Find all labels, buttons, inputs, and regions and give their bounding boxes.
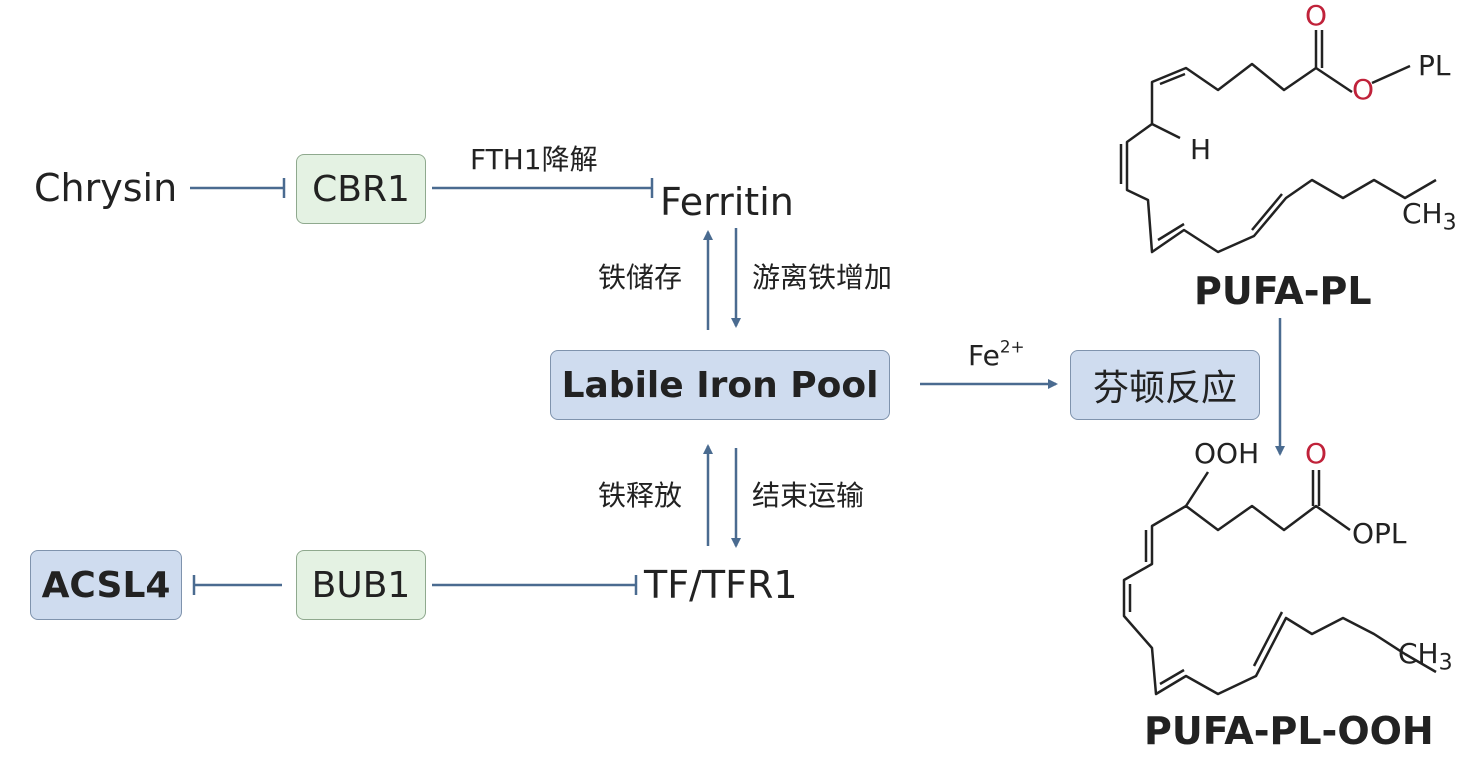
- acsl4-label: ACSL4: [41, 564, 171, 606]
- iron-release-label: 铁释放: [598, 479, 683, 512]
- acsl4-node: ACSL4: [30, 550, 182, 620]
- tf-tfr1-label: TF/TFR1: [644, 563, 798, 607]
- pufa-pl-label: PUFA-PL: [1194, 269, 1372, 313]
- pufa-pl-ooh-structure: [1122, 470, 1437, 696]
- ferritin-label: Ferritin: [660, 180, 794, 224]
- labile-iron-pool-label: Labile Iron Pool: [561, 364, 879, 406]
- ch3-bottom: CH3: [1398, 637, 1453, 676]
- opl-bottom: OPL: [1352, 517, 1407, 550]
- fe2-label: Fe2+: [968, 336, 1025, 372]
- pufa-pl-structure: [1119, 30, 1437, 254]
- labile-iron-pool-node: Labile Iron Pool: [550, 350, 890, 420]
- iron-storage-label: 铁储存: [598, 261, 683, 294]
- free-iron-increase-label: 游离铁增加: [752, 261, 893, 294]
- chrysin-label: Chrysin: [34, 166, 178, 210]
- ch3-top: CH3: [1402, 197, 1457, 236]
- fenton-reaction-label: 芬顿反应: [1092, 368, 1237, 409]
- o-ester-top: O: [1352, 73, 1375, 106]
- cbr1-node: CBR1: [296, 154, 426, 224]
- ooh-label: OOH: [1194, 437, 1260, 470]
- fth1-degradation-label: FTH1降解: [470, 143, 598, 176]
- bub1-label: BUB1: [311, 564, 411, 606]
- fenton-reaction-node: 芬顿反应: [1070, 350, 1260, 420]
- cbr1-label: CBR1: [312, 168, 410, 210]
- o-carbonyl-top: O: [1305, 0, 1328, 32]
- h-top: H: [1190, 133, 1212, 166]
- o-carbonyl-bottom: O: [1305, 437, 1328, 470]
- binding-transport-label: 结束运输: [752, 479, 865, 512]
- pufa-pl-ooh-label: PUFA-PL-OOH: [1144, 709, 1434, 753]
- pl-top: PL: [1418, 49, 1451, 82]
- bub1-node: BUB1: [296, 550, 426, 620]
